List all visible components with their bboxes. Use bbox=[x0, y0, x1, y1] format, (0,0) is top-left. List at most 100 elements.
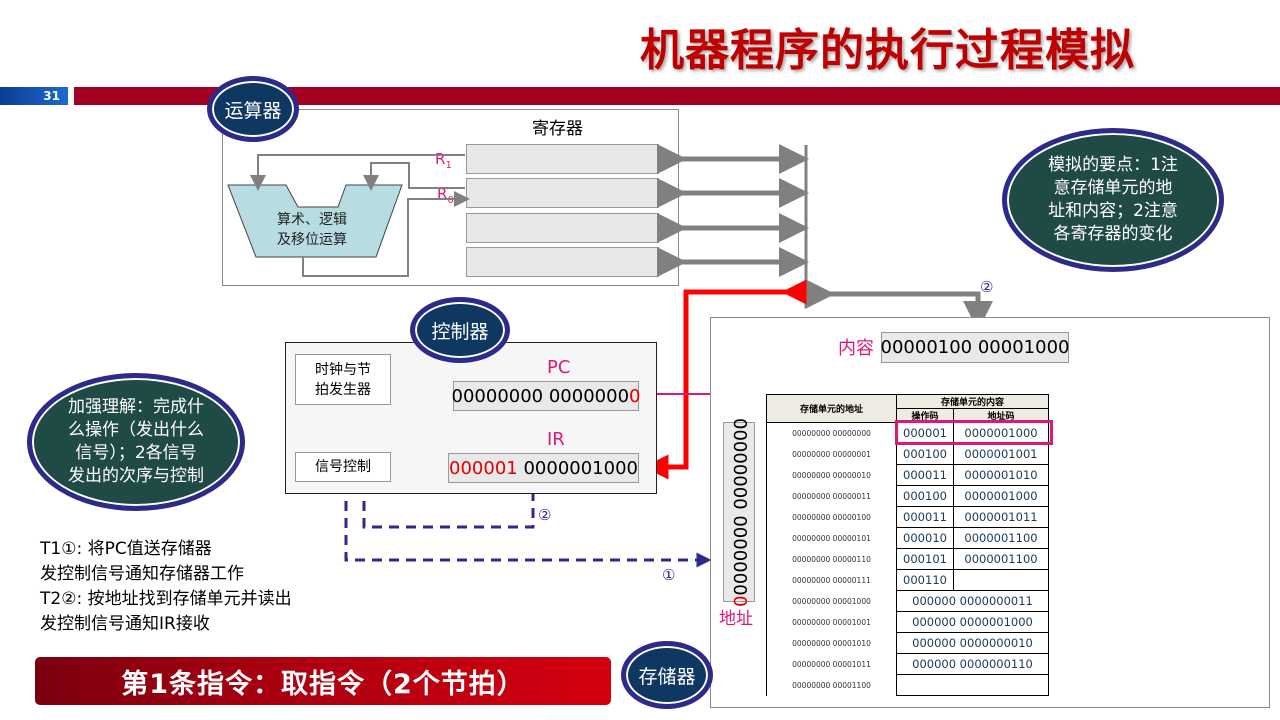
marker-step2-bus: ② bbox=[980, 278, 994, 296]
memory-operand-cell: 0000001000 bbox=[953, 422, 1049, 444]
alu-label-line1: 算术、逻辑 bbox=[277, 212, 347, 228]
r1-sub: 1 bbox=[445, 160, 452, 171]
memory-address-cell: 00000000 00001011 bbox=[766, 653, 897, 675]
memory-address-cell: 00000000 00000000 bbox=[766, 422, 897, 444]
steps-text: T1①: 将PC值送存储器 发控制信号通知存储器工作 T2②: 按地址找到存储单… bbox=[40, 537, 292, 637]
memory-data-cell: 000000 0000000011 bbox=[896, 590, 1049, 612]
memory-opcode-cell: 000010 bbox=[896, 527, 954, 549]
wire-r1-to-alu bbox=[250, 154, 465, 191]
address-label: 地址 bbox=[719, 609, 753, 629]
alu-diagram bbox=[227, 154, 470, 277]
wire-alu-to-r0 bbox=[302, 191, 470, 277]
memory-operand-cell: 0000001100 bbox=[953, 548, 1049, 570]
address-value: 00000000 0000000 bbox=[728, 417, 750, 596]
clock-generator: 时钟与节 拍发生器 bbox=[295, 354, 391, 405]
memory-operand-cell bbox=[953, 569, 1049, 591]
alu-shape bbox=[227, 184, 403, 258]
note-key-points-line: 址和内容；2注意 bbox=[1048, 201, 1178, 221]
memory-data-cell: 000000 0000000110 bbox=[896, 653, 1049, 675]
memory-address-cell: 00000000 00001001 bbox=[766, 611, 897, 633]
control-badge: 控制器 bbox=[410, 297, 510, 363]
header-bar bbox=[74, 87, 1280, 105]
alu-label: 算术、逻辑 及移位运算 bbox=[262, 210, 362, 250]
note-key-points: 模拟的要点：1注 意存储单元的地 址和内容；2注意 各寄存器的变化 bbox=[1002, 128, 1224, 272]
alu-badge-label: 运算器 bbox=[224, 99, 282, 122]
memory-address-cell: 00000000 00000011 bbox=[766, 485, 897, 507]
memory-data-cell: 000000 0000000010 bbox=[896, 632, 1049, 654]
signal-control-label: 信号控制 bbox=[315, 459, 371, 475]
memory-operand-cell: 0000001100 bbox=[953, 527, 1049, 549]
ir-opcode: 000001 bbox=[449, 457, 518, 479]
memory-opcode-cell: 000011 bbox=[896, 506, 954, 528]
clock-line1: 时钟与节 bbox=[315, 362, 371, 378]
note-understanding-line: 加强理解：完成什 bbox=[68, 397, 204, 417]
alu-label-line2: 及移位运算 bbox=[277, 232, 347, 248]
note-understanding-line: 么操作（发出什么 bbox=[68, 420, 204, 440]
memory-address-cell: 00000000 00001000 bbox=[766, 590, 897, 612]
instruction-banner: 第1条指令：取指令（2个节拍） bbox=[35, 657, 611, 705]
note-key-points-line: 意存储单元的地 bbox=[1053, 178, 1173, 198]
pc-value-last-bit: 0 bbox=[629, 385, 641, 407]
memory-badge-label: 存储器 bbox=[638, 665, 696, 688]
note-key-points-line: 各寄存器的变化 bbox=[1053, 224, 1173, 244]
note-understanding-line: 信号）；2各信号 bbox=[75, 443, 197, 463]
registers-title: 寄存器 bbox=[532, 119, 583, 139]
clock-line2: 拍发生器 bbox=[315, 382, 371, 398]
register-r3 bbox=[466, 247, 659, 277]
control-badge-label: 控制器 bbox=[431, 320, 489, 343]
ir-register: 000001 0000001000 bbox=[448, 453, 639, 483]
slide-title: 机器程序的执行过程模拟 bbox=[640, 25, 1135, 76]
signal-path-2 bbox=[362, 477, 541, 529]
marker-step1-signal: ① bbox=[662, 566, 676, 584]
memory-row: 00000000 00001100 bbox=[766, 674, 1049, 696]
note-key-points-line: 模拟的要点：1注 bbox=[1048, 155, 1178, 175]
step-line: 发控制信号通知存储器工作 bbox=[40, 564, 244, 584]
step-line: T1①: 将PC值送存储器 bbox=[40, 539, 212, 559]
register-r0-label: R0 bbox=[437, 185, 454, 206]
ir-load-path bbox=[643, 279, 807, 480]
r1-letter: R bbox=[435, 150, 446, 168]
ir-address: 0000001000 bbox=[517, 457, 638, 479]
memory-data-cell: 000000 0000001000 bbox=[896, 611, 1049, 633]
bus-link-memory bbox=[805, 279, 993, 331]
memory-badge: 存储器 bbox=[621, 641, 713, 709]
header-address: 存储单元的地址 bbox=[766, 394, 897, 423]
r0-letter: R bbox=[437, 185, 448, 203]
highlight-row-frame bbox=[895, 420, 1053, 445]
note-understanding: 加强理解：完成什 么操作（发出什么 信号）；2各信号 发出的次序与控制 bbox=[27, 373, 245, 511]
memory-opcode-cell: 000101 bbox=[896, 548, 954, 570]
signal-control: 信号控制 bbox=[295, 452, 391, 482]
note-understanding-line: 发出的次序与控制 bbox=[68, 466, 204, 486]
content-register: 00000100 00001000 bbox=[881, 332, 1069, 363]
memory-address-cell: 00000000 00000100 bbox=[766, 506, 897, 528]
register-r2 bbox=[466, 213, 659, 243]
address-register: 00000000 00000000 bbox=[723, 418, 755, 606]
memory-opcode-cell: 000011 bbox=[896, 464, 954, 486]
page-number: 31 bbox=[0, 87, 68, 105]
memory-opcode-cell: 000110 bbox=[896, 569, 954, 591]
pc-value: 00000000 0000000 bbox=[451, 385, 630, 407]
memory-operand-cell: 0000001000 bbox=[953, 485, 1049, 507]
header-content: 存储单元的内容 bbox=[896, 394, 1049, 409]
memory-opcode-cell: 000100 bbox=[896, 485, 954, 507]
step-line: 发控制信号通知IR接收 bbox=[40, 614, 210, 634]
step-line: T2②: 按地址找到存储单元并读出 bbox=[40, 589, 292, 609]
memory-operand-cell: 0000001001 bbox=[953, 443, 1049, 465]
content-label: 内容 bbox=[838, 338, 874, 359]
r0-sub: 0 bbox=[447, 195, 454, 206]
memory-data-cell bbox=[896, 674, 1049, 696]
register-r1-label: R1 bbox=[435, 150, 452, 171]
memory-opcode-cell: 000100 bbox=[896, 443, 954, 465]
wire-r0-to-alu bbox=[363, 162, 465, 191]
